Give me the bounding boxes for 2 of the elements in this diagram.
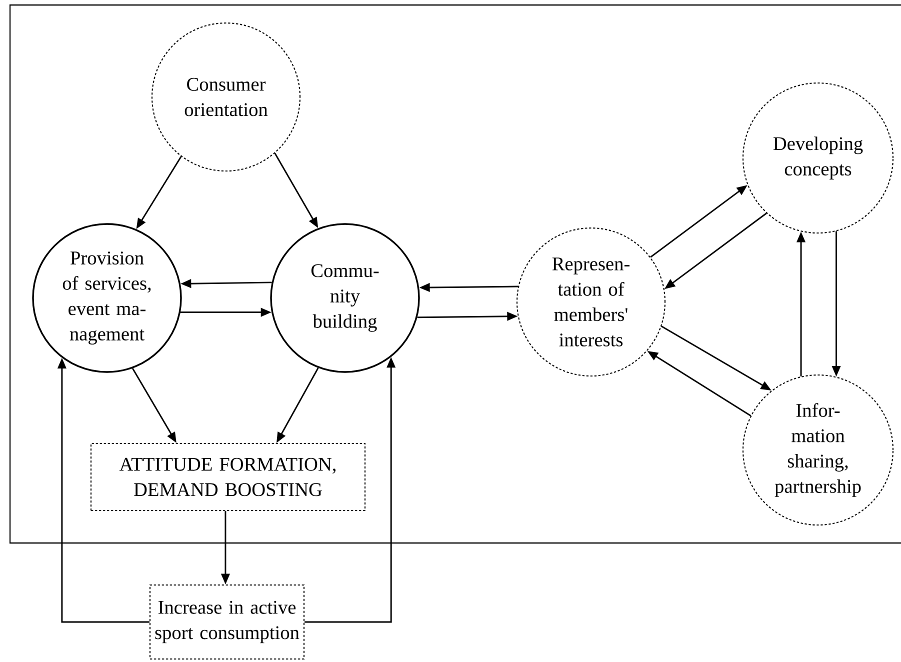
- dotted-box: Increase in active sport consumption: [149, 584, 305, 660]
- dotted-box: ATTITUDE FORMATION, DEMAND BOOSTING: [90, 442, 366, 512]
